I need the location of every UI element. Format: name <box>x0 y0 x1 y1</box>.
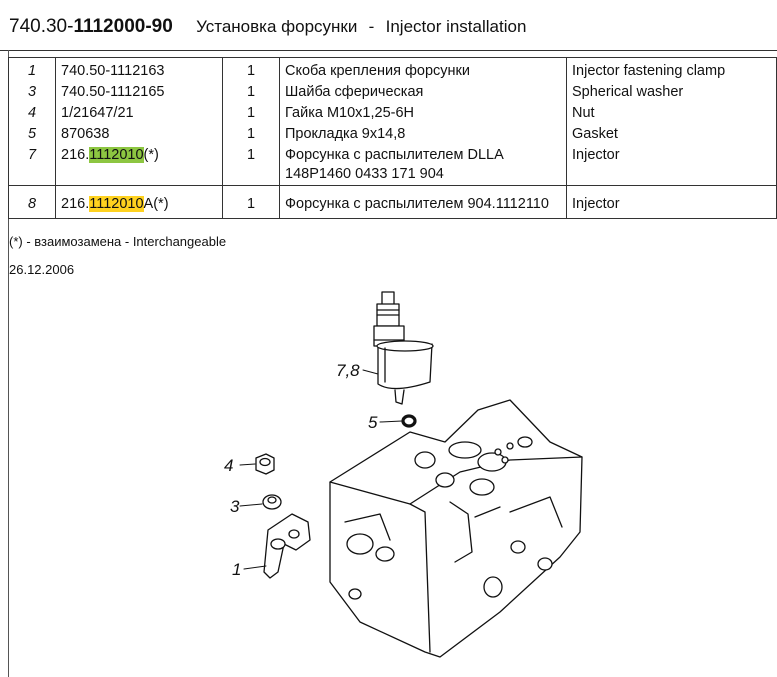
name-en-cell: Gasket <box>572 126 618 142</box>
qty-cell: 1 <box>222 82 280 103</box>
name-ru-line1: Форсунка с распылителем DLLA <box>285 147 504 163</box>
name-en-cell: Injector fastening clamp <box>572 63 726 79</box>
part-number-suffix: (*) <box>143 147 159 163</box>
callout-label: 5 <box>368 413 378 432</box>
name-ru-cell: Форсунка с распылителем 904.1112110 <box>279 185 567 219</box>
part-number-suffix: А(*) <box>143 196 169 212</box>
assembly-code-prefix: 740.30- <box>9 16 74 37</box>
header-rule <box>0 50 777 51</box>
highlighted-part-number: 1112010 <box>89 196 144 212</box>
document-title: 740.30-1112000-90 Установка форсунки - I… <box>9 16 526 38</box>
part-number-cell: 216.1112010А(*) <box>55 185 223 219</box>
qty-cell: 1 <box>222 103 280 124</box>
table-row: 5 870638 1 Прокладка 9х14,8 Gasket <box>8 124 777 145</box>
fastening-clamp-part <box>263 513 311 579</box>
name-en-cell: Injector <box>566 145 777 186</box>
name-ru-cell: Гайка М10х1,25-6Н <box>279 103 567 124</box>
pos-cell: 7 <box>8 145 56 186</box>
part-number-prefix: 216. <box>61 196 90 212</box>
name-en-cell: Spherical washer <box>572 84 684 100</box>
qty-cell: 1 <box>222 185 280 219</box>
left-margin-rule <box>8 50 9 677</box>
name-ru-cell: Шайба сферическая <box>279 82 567 103</box>
name-ru-cell: Прокладка 9х14,8 <box>279 124 567 145</box>
parts-table: 1 740.50-1112163 1 Скоба крепления форсу… <box>8 57 777 219</box>
washer-part <box>262 494 282 510</box>
injector-part <box>373 291 434 405</box>
name-ru-line2: 148P1460 0433 171 904 <box>285 166 444 182</box>
pos-cell: 3 <box>8 82 56 103</box>
title-separator: - <box>368 17 375 36</box>
pos-cell: 1 <box>8 57 56 82</box>
part-number-cell: 216.1112010(*) <box>55 145 223 186</box>
cylinder-head <box>329 399 583 658</box>
interchangeable-note: (*) - взаимозамена - Interchangeable <box>9 234 227 249</box>
part-number-cell: 1/21647/21 <box>55 103 223 124</box>
name-ru-cell: Форсунка с распылителем DLLA 148P1460 043… <box>279 145 567 186</box>
part-number-cell: 740.50-1112163 <box>55 57 223 82</box>
callout-label: 3 <box>230 497 240 516</box>
callout-label: 4 <box>224 456 233 475</box>
document-date: 26.12.2006 <box>9 262 75 277</box>
pos-cell: 4 <box>8 103 56 124</box>
callout-label: 1 <box>232 560 241 579</box>
injector-assembly-drawing: 7,8 5 4 3 1 <box>224 291 583 658</box>
pos-cell: 5 <box>8 124 56 145</box>
table-row: 7 216.1112010(*) 1 Форсунка с распылител… <box>8 145 777 186</box>
part-number-cell: 740.50-1112165 <box>55 82 223 103</box>
name-en-cell: Injector <box>572 196 620 212</box>
highlighted-part-number: 1112010 <box>89 147 144 163</box>
table-row: 4 1/21647/21 1 Гайка М10х1,25-6Н Nut <box>8 103 777 124</box>
qty-cell: 1 <box>222 124 280 145</box>
name-en-cell: Nut <box>572 105 595 121</box>
qty-cell: 1 <box>222 145 280 186</box>
leader-lines <box>239 369 403 570</box>
name-ru-cell: Скоба крепления форсунки <box>279 57 567 82</box>
title-russian: Установка форсунки <box>196 17 358 36</box>
table-row: 8 216.1112010А(*) 1 Форсунка с распылите… <box>8 185 777 219</box>
pos-cell: 8 <box>8 185 56 219</box>
part-number-cell: 870638 <box>55 124 223 145</box>
callout-label: 7,8 <box>336 361 360 380</box>
part-number-prefix: 216. <box>61 147 90 163</box>
title-english: Injector installation <box>385 17 527 36</box>
nut-part <box>255 453 275 475</box>
table-row: 1 740.50-1112163 1 Скоба крепления форсу… <box>8 57 777 82</box>
table-row: 3 740.50-1112165 1 Шайба сферическая Sph… <box>8 82 777 103</box>
assembly-code-bold: 1112000-90 <box>73 16 173 37</box>
gasket-part <box>401 414 417 428</box>
qty-cell: 1 <box>222 57 280 82</box>
